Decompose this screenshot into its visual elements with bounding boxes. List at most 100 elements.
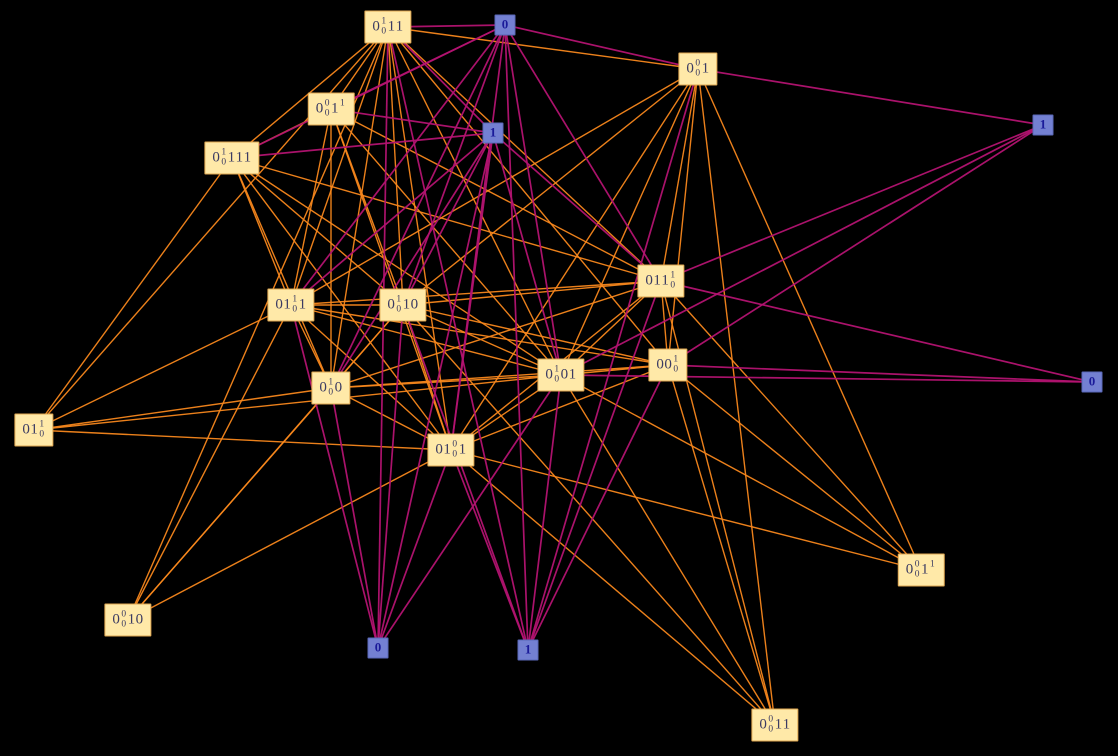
graph-edge-y13-y1 (127, 26, 389, 621)
graph-edge-y3-y12 (330, 108, 452, 451)
graph-edge-y2-y10 (667, 68, 699, 366)
graph-edge-b6-y7 (527, 280, 662, 651)
node-label-char: 1 (395, 18, 404, 35)
node-label-char: 1 (30, 421, 39, 438)
graph-edge-y2-y7 (660, 68, 699, 282)
graph-edge-y14-y7 (660, 280, 922, 571)
node-label-char: 1 (1039, 116, 1047, 132)
node-label-char: 1 (661, 272, 670, 289)
graph-node-b1[interactable]: 0 (494, 14, 516, 36)
node-label-stacked-bits: 1 (340, 98, 346, 109)
graph-edge-b5-y9 (377, 374, 562, 649)
graph-edge-b6-y2 (527, 68, 699, 651)
graph-edge-b4-y10 (667, 364, 1093, 383)
node-label-char: 0 (319, 379, 328, 396)
graph-edge-y6-y9 (402, 304, 562, 376)
node-label-stacked-bits: 1 (930, 559, 936, 570)
node-label-char: 0 (759, 716, 768, 733)
node-label-char: 0 (135, 611, 144, 628)
graph-edge-y1-y7 (387, 26, 662, 282)
node-label-char: 1 (387, 18, 396, 35)
graph-edge-b2-y5 (290, 132, 494, 306)
node-label-char: 1 (283, 296, 292, 313)
graph-edge-b5-y1 (377, 26, 389, 649)
graph-edge-b2-y1 (387, 26, 494, 134)
node-label-char: 1 (568, 366, 577, 383)
graph-edge-b2-b5 (377, 132, 494, 649)
node-label-char: 0 (374, 639, 382, 655)
graph-edge-b6-y9 (527, 374, 562, 651)
node-label-char: 1 (782, 716, 791, 733)
graph-edge-y11-y8 (33, 387, 332, 431)
graph-edge-y2-y1 (387, 26, 699, 70)
graph-edge-y5-y12 (290, 304, 452, 451)
graph-edge-y2-y6 (402, 68, 699, 306)
graph-node-b5[interactable]: 0 (367, 637, 389, 659)
graph-edge-b2-y6 (402, 132, 494, 306)
node-label-char: 1 (774, 716, 783, 733)
node-label-char: 1 (298, 296, 307, 313)
graph-node-b3[interactable]: 1 (1032, 114, 1054, 136)
graph-edge-b6-y1 (387, 26, 529, 651)
graph-edge-y4-y12 (231, 157, 452, 451)
node-label-char: 0 (501, 16, 509, 32)
graph-edge-b2-y9 (492, 132, 562, 376)
graph-edge-b2-y3 (330, 108, 494, 134)
node-label-char: 1 (331, 100, 339, 117)
graph-edge-b2-y12 (450, 132, 494, 451)
node-label-char: 1 (127, 611, 136, 628)
graph-edge-y1-y9 (387, 26, 562, 376)
node-label-char: 0 (645, 272, 654, 289)
graph-edge-b4-y7 (660, 280, 1093, 383)
node-label-char: 1 (458, 441, 467, 458)
graph-edge-b1-y2 (504, 24, 699, 70)
graph-edge-y2-y9 (560, 68, 699, 376)
graph-edge-y3-y5 (290, 108, 332, 306)
node-label-char: 0 (334, 379, 343, 396)
graph-edge-b3-y2 (697, 68, 1044, 126)
node-label-char: 0 (22, 421, 31, 438)
node-label-char: 0 (387, 296, 396, 313)
node-label-char: 0 (372, 18, 381, 35)
node-label-char: 0 (545, 366, 554, 383)
graph-edge-y8-y7 (330, 280, 662, 389)
graph-edge-y2-y5 (290, 68, 699, 306)
graph-edge-y4-y7 (231, 157, 662, 282)
graph-edge-y8-y10 (330, 364, 669, 389)
node-label-char: 1 (227, 149, 236, 166)
node-label-char: 0 (905, 561, 914, 578)
graph-edge-y13-y12 (127, 449, 452, 621)
graph-edge-y13-y8 (127, 387, 332, 621)
node-label-char: 0 (410, 296, 419, 313)
graph-edge-b6-y12 (450, 449, 529, 651)
graph-edge-b1-y4 (231, 24, 506, 159)
graph-edge-y14-y9 (560, 374, 922, 571)
graph-edge-y5-y9 (290, 304, 562, 376)
graph-node-b4[interactable]: 0 (1081, 371, 1103, 393)
graph-edge-y14-y2 (697, 68, 922, 571)
graph-node-b2[interactable]: 1 (482, 122, 504, 144)
graph-node-b6[interactable]: 1 (517, 639, 539, 661)
